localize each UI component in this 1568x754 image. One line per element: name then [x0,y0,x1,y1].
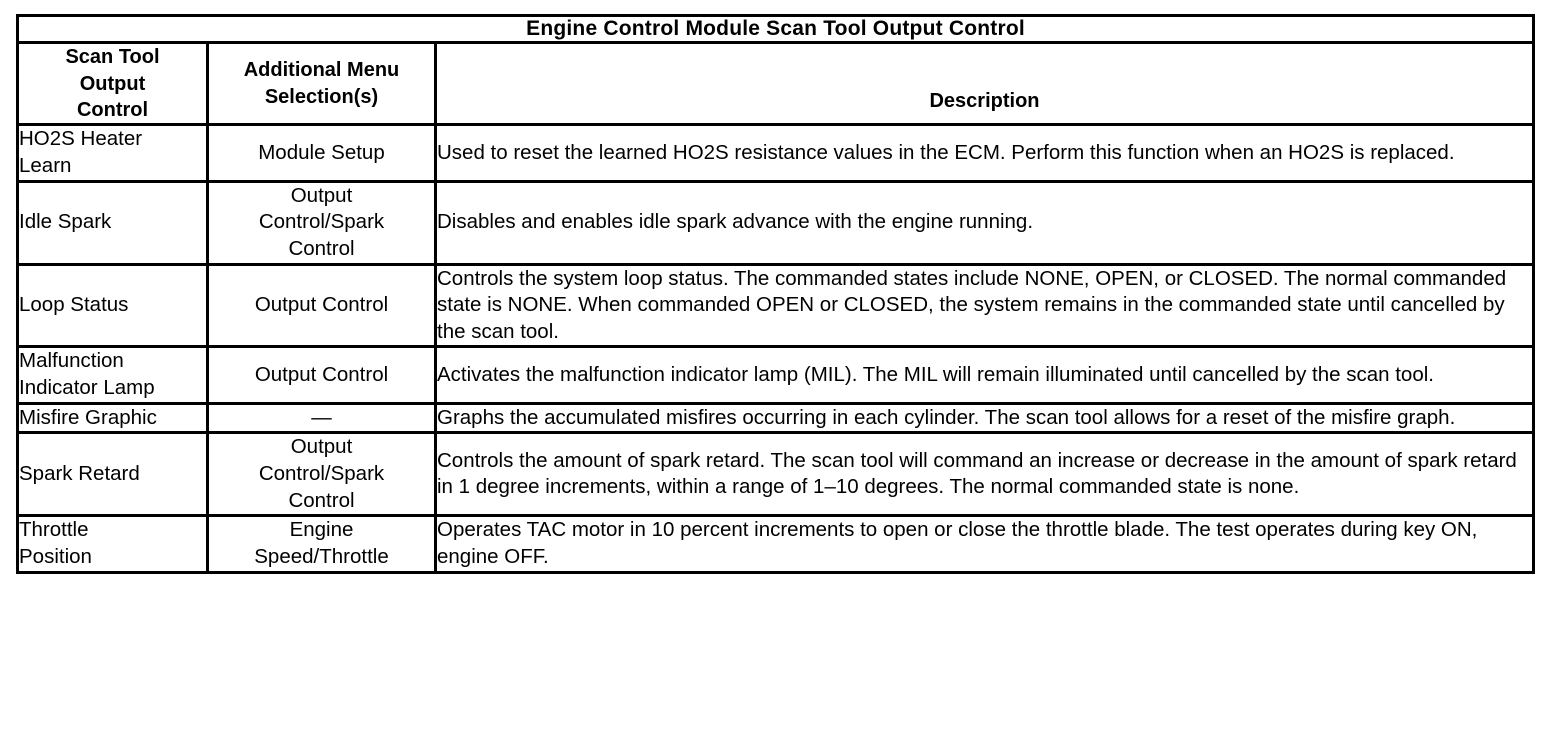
column-header-line: Description [929,89,1040,112]
cell-line: Loop Status [19,293,129,317]
column-header-scan-tool-output-control: Scan Tool Output Control [16,41,209,127]
cell-description: Activates the malfunction indicator lamp… [433,345,1536,405]
em-dash-placeholder: — [311,405,332,429]
cell-line: Misfire Graphic [19,405,157,429]
cell-additional-menu-selection: Output Control/Spark Control [206,179,437,266]
scan-tool-output-control-table: Engine Control Module Scan Tool Output C… [15,13,1536,574]
column-header-line: Selection(s) [264,85,379,108]
cell-scan-tool-output-control: Loop Status [16,262,209,349]
cell-scan-tool-output-control: Malfunction Indicator Lamp [16,345,209,405]
column-header-line: Output [79,72,146,95]
cell-line: Control [288,488,355,512]
cell-line: Output Control [254,362,389,386]
table-row: Throttle Position Engine Speed/Throttle … [16,514,1536,574]
table-row: Idle Spark Output Control/Spark Control … [16,179,1536,266]
cell-additional-menu-selection: Output Control [206,262,437,349]
cell-description: Disables and enables idle spark advance … [433,179,1536,266]
cell-scan-tool-output-control: Misfire Graphic [16,401,209,435]
cell-description: Operates TAC motor in 10 percent increme… [433,514,1536,574]
cell-line: Spark Retard [19,462,140,485]
table-row: Spark Retard Output Control/Spark Contro… [16,431,1536,518]
cell-line: Idle Spark [19,210,112,234]
table-row: HO2S Heater Learn Module Setup Used to r… [16,123,1536,183]
cell-line: Module Setup [258,140,385,164]
cell-line: Speed/Throttle [254,544,389,568]
table-title: Engine Control Module Scan Tool Output C… [15,13,1536,45]
cell-line: Control/Spark [258,462,385,485]
cell-line: Output [290,435,353,459]
cell-line: Control [288,236,355,260]
cell-additional-menu-selection: — [206,401,437,435]
cell-line: Control/Spark [258,210,385,234]
cell-scan-tool-output-control: HO2S Heater Learn [16,123,209,183]
cell-additional-menu-selection: Engine Speed/Throttle [206,514,437,574]
table-row: Malfunction Indicator Lamp Output Contro… [16,345,1536,405]
cell-description: Used to reset the learned HO2S resistanc… [433,123,1536,183]
cell-scan-tool-output-control: Idle Spark [16,179,209,266]
table-body: HO2S Heater Learn Module Setup Used to r… [16,123,1536,574]
column-header-description: Description [433,41,1536,127]
table-row: Misfire Graphic — Graphs the accumulated… [16,401,1536,435]
table-row: Loop Status Output Control Controls the … [16,262,1536,349]
cell-line: Output Control [254,293,389,317]
cell-line: Learn [19,153,72,177]
cell-description: Controls the amount of spark retard. The… [433,431,1536,518]
column-header-additional-menu-selections: Additional Menu Selection(s) [206,41,437,127]
cell-line: Malfunction [19,349,124,373]
cell-scan-tool-output-control: Spark Retard [16,431,209,518]
column-header-line: Additional Menu [243,59,400,82]
cell-line: Output [290,183,353,207]
cell-additional-menu-selection: Output Control [206,345,437,405]
cell-description: Controls the system loop status. The com… [433,262,1536,349]
cell-scan-tool-output-control: Throttle Position [16,514,209,574]
cell-line: Indicator Lamp [19,376,155,400]
cell-line: Throttle [19,518,89,542]
table-header: Engine Control Module Scan Tool Output C… [15,13,1536,127]
column-header-line: Control [76,98,149,121]
cell-line: HO2S Heater [19,127,143,151]
column-header-line: Scan Tool [65,46,160,69]
table-column-header-row: Scan Tool Output Control Additional Menu… [16,41,1536,127]
cell-additional-menu-selection: Module Setup [206,123,437,183]
cell-description: Graphs the accumulated misfires occurrin… [433,401,1536,435]
table-title-row: Engine Control Module Scan Tool Output C… [15,13,1536,45]
cell-line: Engine [289,518,354,542]
cell-line: Position [19,544,92,568]
cell-additional-menu-selection: Output Control/Spark Control [206,431,437,518]
